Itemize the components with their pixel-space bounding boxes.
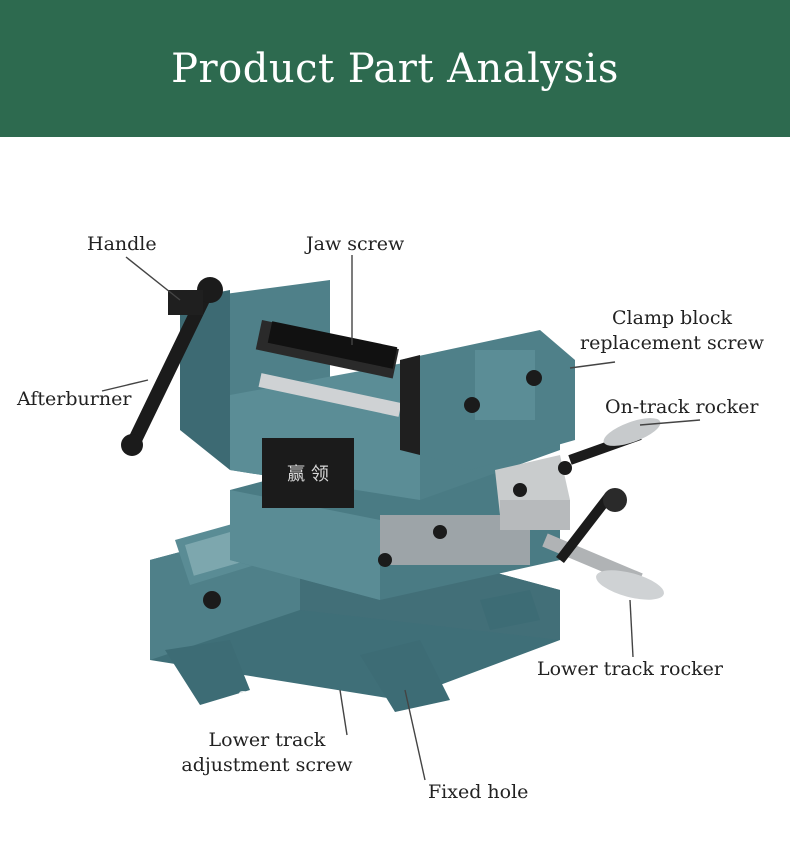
label-afterburner: Afterburner	[17, 388, 132, 410]
label-clamp-block: Clamp block replacement screw	[576, 306, 768, 356]
label-handle: Handle	[87, 233, 157, 255]
rocker-assembly	[495, 418, 664, 600]
label-lower-track-adjustment: Lower track adjustment screw	[175, 728, 359, 778]
label-clamp-block-line2: replacement screw	[580, 332, 764, 354]
brand-plate-text: 赢 领	[287, 463, 329, 485]
page-title: Product Part Analysis	[171, 45, 619, 92]
label-lower-track-rocker: Lower track rocker	[537, 658, 723, 680]
vise-upper-body: 赢 领	[180, 280, 575, 508]
label-on-track-rocker: On-track rocker	[605, 396, 759, 418]
label-jaw-screw: Jaw screw	[306, 233, 405, 255]
label-lower-track-adj-line1: Lower track	[208, 729, 326, 751]
watermark: SZGUYX	[238, 688, 306, 706]
vise-handle	[121, 277, 223, 456]
leader-lines	[101, 255, 701, 781]
label-fixed-hole: Fixed hole	[428, 781, 529, 803]
title-banner: Product Part Analysis	[0, 0, 790, 137]
label-clamp-block-line1: Clamp block	[612, 307, 732, 329]
label-lower-track-adj-line2: adjustment screw	[181, 754, 353, 776]
